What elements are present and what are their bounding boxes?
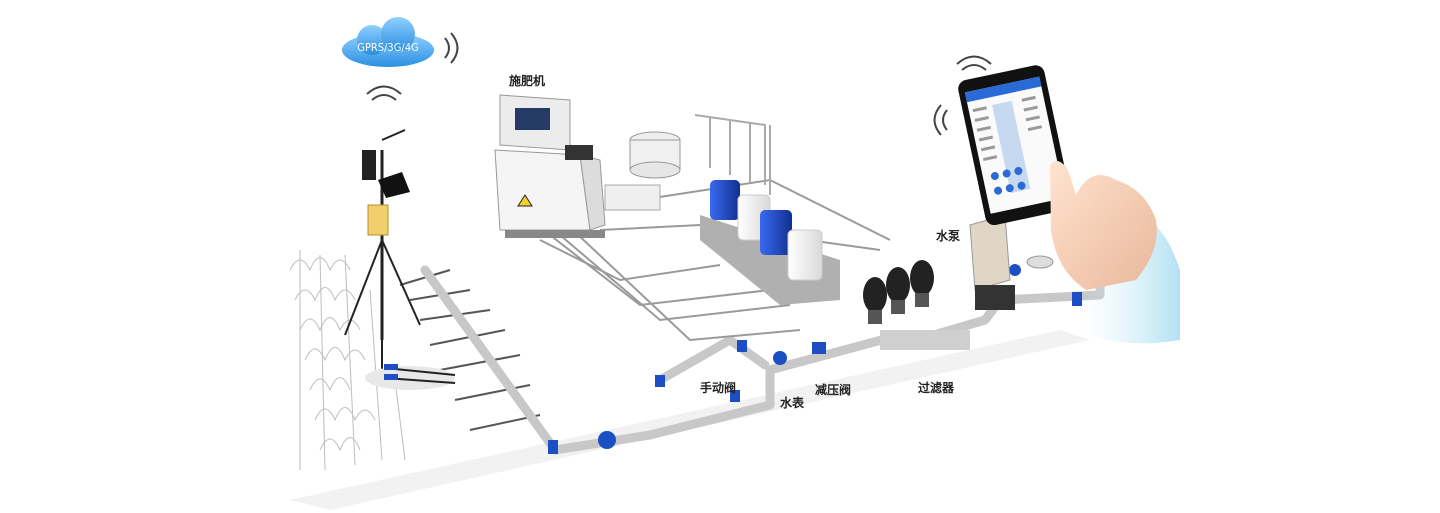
label-filter: 过滤器 [918, 381, 955, 395]
label-fertilizer-machine: 施肥机 [509, 74, 546, 88]
pipe-valves [548, 264, 1082, 454]
manual-valve-icon [655, 375, 665, 387]
pressure-valve-icon [812, 342, 826, 354]
wifi-signal-icon [366, 32, 992, 136]
cloud-icon [342, 17, 434, 67]
phone-with-hand [958, 65, 1180, 344]
label-water-pump: 水泵 [936, 229, 961, 243]
fertilizer-tanks [700, 180, 840, 305]
crop-field [289, 250, 406, 471]
background-equipment [604, 114, 771, 211]
ground-plane [290, 330, 1090, 510]
warning-triangle-icon [517, 194, 533, 207]
weather-station [344, 129, 456, 390]
label-pressure-valve: 减压阀 [815, 383, 852, 397]
label-manual-valve: 手动阀 [700, 381, 737, 395]
filter-array [863, 260, 970, 350]
fertilizer-machine [494, 94, 606, 238]
cloud-label: GPRS/3G/4G [357, 41, 419, 54]
water-pump [969, 214, 1054, 310]
label-water-meter: 水表 [780, 396, 805, 410]
water-meter-icon [773, 351, 787, 365]
